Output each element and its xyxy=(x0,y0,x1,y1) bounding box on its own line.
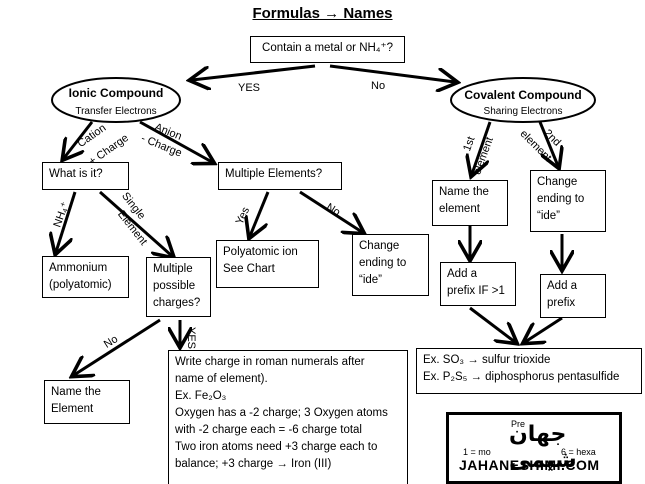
start-question-text: Contain a metal or NH₄⁺? xyxy=(262,42,393,54)
roman-line-1: Write charge in roman numerals after xyxy=(175,356,365,368)
covalent-subtitle: Sharing Electrons xyxy=(483,106,563,117)
roman-line-3: Ex. Fe₂O₃ xyxy=(175,390,227,402)
change-ide-ionic-box: Change ending to “ide” xyxy=(352,234,429,296)
multiple-charges-line-3: charges? xyxy=(153,297,201,309)
edge-label-yes: YES xyxy=(238,82,261,94)
arrow-start-covalent xyxy=(329,64,455,82)
change-ide-ionic-line-2: ending to xyxy=(359,257,407,269)
watermark-fragment-pre: Pre xyxy=(511,419,526,429)
roman-line-5: with -2 charge each = -6 charge total xyxy=(175,424,362,436)
watermark-text: JAHANESHIMI.COM xyxy=(459,457,600,473)
arrow-start-ionic xyxy=(192,64,316,80)
arrow-ionic-multiple xyxy=(139,120,212,162)
arrow-multiple-polyatomic xyxy=(250,191,270,236)
roman-line-2: name of element). xyxy=(175,373,268,385)
covalent-oval xyxy=(450,77,596,123)
multiple-charges-line-2: possible xyxy=(153,280,196,292)
covalent-title: Covalent Compound xyxy=(464,88,582,102)
prefix-if-box: Add a prefix IF >1 xyxy=(440,262,516,306)
watermark-fragment-1: 1 = mo xyxy=(463,447,491,457)
change-ide-cov-line-3: “ide” xyxy=(537,210,561,222)
covalent-example-box: Ex. SO₃ → sulfur trioxide Ex. P₂S₅ → dip… xyxy=(416,348,642,394)
arrow-addprefix-example xyxy=(525,316,563,342)
roman-line-4: Oxygen has a -2 charge; 3 Oxygen atoms xyxy=(175,407,388,419)
add-prefix-line-1: Add a xyxy=(547,280,578,292)
watermark-fragment-2: 6 = hexa xyxy=(561,447,596,457)
name-element-ionic-line-1: Name the xyxy=(51,386,101,398)
what-is-it-box: What is it? xyxy=(42,162,129,190)
name-element-cov-line-2: element xyxy=(439,203,480,215)
arrow-covalent-second xyxy=(538,121,558,166)
multiple-charges-line-1: Multiple xyxy=(153,263,193,275)
roman-numeral-box: Write charge in roman numerals after nam… xyxy=(168,350,408,484)
covalent-example-line-1: Ex. SO₃ → sulfur trioxide xyxy=(423,354,551,366)
covalent-example-line-2: Ex. P₂S₅ → diphosphorus pentasulfide xyxy=(423,371,620,383)
roman-line-6: Two iron atoms need +3 charge each to xyxy=(175,441,378,453)
polyatomic-box: Polyatomic ion See Chart xyxy=(216,240,319,288)
add-prefix-line-2: prefix xyxy=(547,297,576,309)
name-element-ionic-line-2: Element xyxy=(51,403,94,415)
arrow-multiple-changeide xyxy=(299,190,362,232)
add-prefix-box: Add a prefix xyxy=(540,274,606,318)
name-element-cov-box: Name the element xyxy=(432,180,508,226)
polyatomic-line-1: Polyatomic ion xyxy=(223,246,298,258)
ionic-subtitle: Transfer Electrons xyxy=(75,106,157,117)
arrow-prefix-example xyxy=(469,306,515,342)
change-ide-ionic-line-3: “ide” xyxy=(359,274,383,286)
watermark-logo: جهان شیمی xyxy=(509,421,577,472)
multiple-charges-box: Multiple possible charges? xyxy=(146,257,211,317)
ammonium-line-2: (polyatomic) xyxy=(49,279,112,291)
arrow-ionic-whatisit xyxy=(64,121,94,158)
name-element-ionic-box: Name the Element xyxy=(44,380,130,424)
ammonium-box: Ammonium (polyatomic) xyxy=(42,256,129,298)
multiple-elements-box: Multiple Elements? xyxy=(218,162,342,190)
name-element-cov-line-1: Name the xyxy=(439,186,489,198)
ammonium-line-1: Ammonium xyxy=(49,262,108,274)
change-ide-cov-box: Change ending to “ide” xyxy=(530,170,606,232)
roman-line-7: balance; +3 charge → Iron (III) xyxy=(175,458,332,470)
start-question-box: Contain a metal or NH₄⁺? xyxy=(250,36,405,63)
ionic-title: Ionic Compound xyxy=(68,86,164,100)
prefix-if-line-2: prefix IF >1 xyxy=(447,285,505,297)
arrow-charges-no xyxy=(74,318,161,375)
arrow-whatisit-ammonium xyxy=(56,191,77,252)
change-ide-cov-line-2: ending to xyxy=(537,193,585,205)
ionic-oval xyxy=(51,77,181,123)
edge-label-no: No xyxy=(371,80,386,92)
page-title: Formulas → Names xyxy=(252,5,393,22)
multiple-elements-text: Multiple Elements? xyxy=(225,168,323,180)
change-ide-cov-line-1: Change xyxy=(537,176,578,188)
prefix-if-line-1: Add a xyxy=(447,268,478,280)
change-ide-ionic-line-1: Change xyxy=(359,240,400,252)
edge-label-yes-bottom: YES xyxy=(185,326,198,350)
arrow-whatisit-single xyxy=(99,190,172,256)
what-is-it-text: What is it? xyxy=(49,168,103,180)
watermark-box: Pre جهان شیمی 1 = mo 6 = hexa JAHANESHIM… xyxy=(446,412,622,484)
arrow-covalent-first xyxy=(472,121,492,174)
polyatomic-line-2: See Chart xyxy=(223,263,275,275)
